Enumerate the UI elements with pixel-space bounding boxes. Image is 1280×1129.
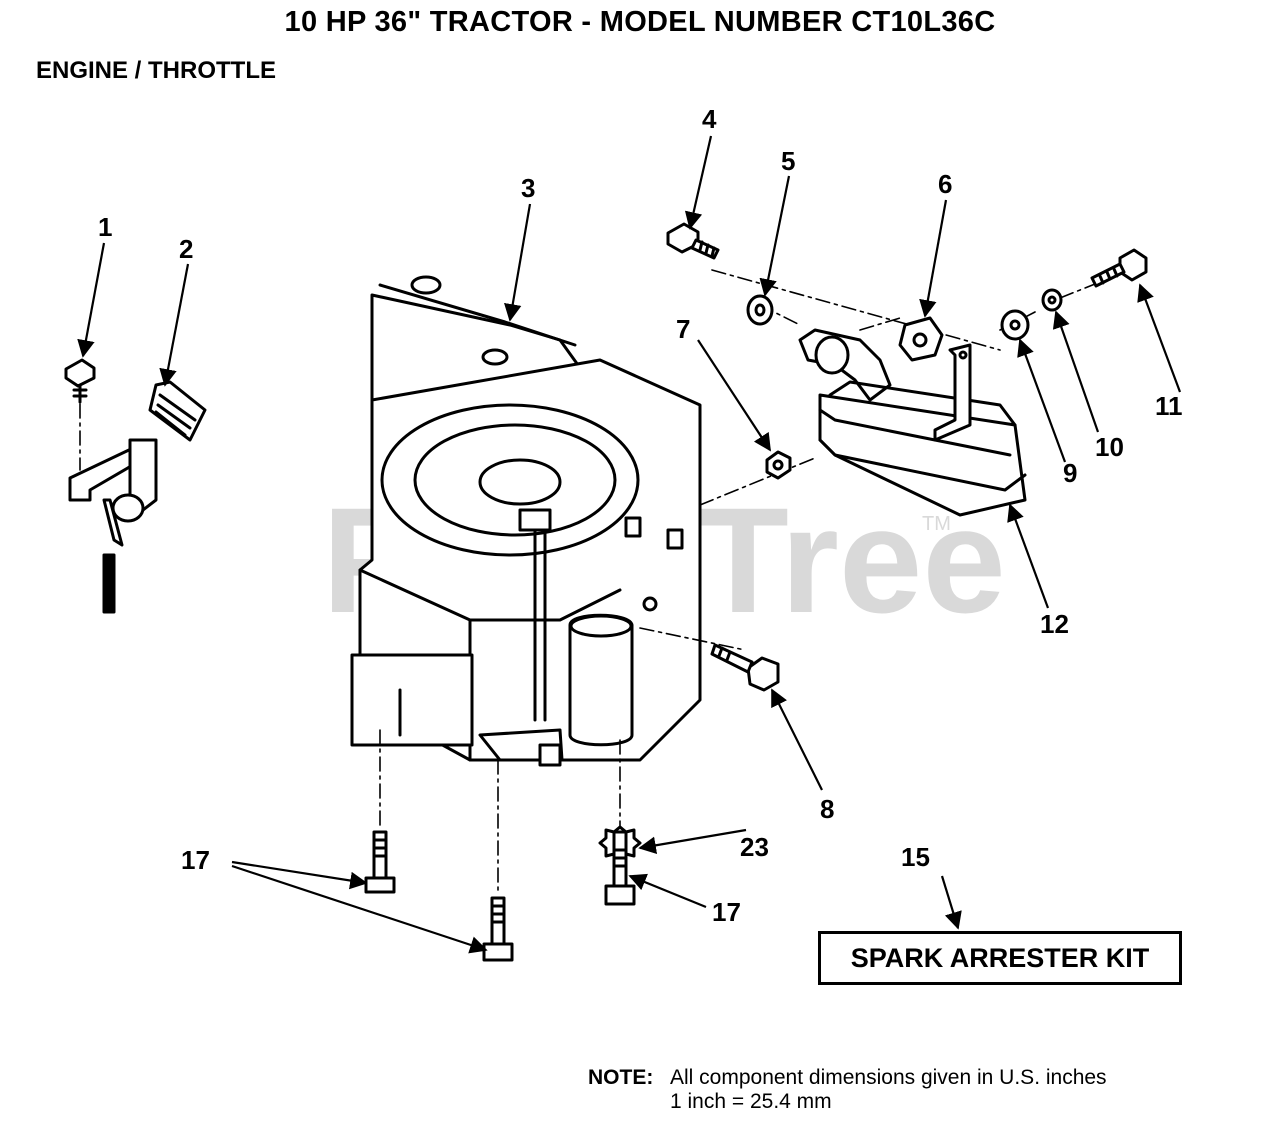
exhaust-pipe — [798, 328, 892, 402]
callout-23: 23 — [740, 832, 769, 862]
leader-lines — [77, 135, 1182, 954]
assembly-lines — [79, 269, 1101, 896]
part-2-throttle-control — [68, 380, 207, 614]
part-17-bolt-b — [482, 896, 514, 962]
part-17-bolt-c — [604, 830, 636, 906]
callout-4: 4 — [702, 104, 717, 134]
note-body: All component dimensions given in U.S. i… — [670, 1066, 1107, 1114]
part-5-washer — [746, 294, 774, 326]
part-4-bolt — [666, 222, 720, 260]
callout-5: 5 — [781, 146, 795, 176]
callout-17-right: 17 — [712, 897, 741, 927]
callout-11: 11 — [1155, 391, 1183, 421]
section-subtitle: ENGINE / THROTTLE — [36, 57, 276, 84]
note-line-1: All component dimensions given in U.S. i… — [670, 1066, 1107, 1089]
callout-7: 7 — [676, 314, 690, 344]
watermark-trademark: TM — [922, 513, 951, 535]
callout-2: 2 — [179, 234, 193, 264]
page-title: 10 HP 36" TRACTOR - MODEL NUMBER CT10L36… — [284, 6, 996, 38]
part-12-muffler — [818, 343, 1027, 517]
part-11-bolt — [1090, 248, 1148, 288]
part-10-lock-washer — [1041, 288, 1063, 312]
part-6-gasket — [898, 316, 944, 362]
spark-arrester-kit-label: SPARK ARRESTER KIT — [818, 931, 1182, 985]
part-9-washer — [1000, 309, 1030, 341]
part-3-engine — [350, 275, 702, 767]
callout-10: 10 — [1095, 432, 1124, 462]
callout-1: 1 — [98, 212, 112, 242]
callout-17-left: 17 — [181, 845, 210, 875]
callout-12: 12 — [1040, 609, 1069, 639]
part-1-bolt — [64, 358, 96, 404]
part-8-bolt — [710, 643, 780, 692]
note-line-2: 1 inch = 25.4 mm — [670, 1090, 832, 1113]
callout-15: 15 — [901, 842, 930, 872]
callout-9: 9 — [1063, 458, 1077, 488]
callout-3: 3 — [521, 173, 535, 203]
callout-8: 8 — [820, 794, 834, 824]
part-7-nut — [765, 450, 792, 480]
note-label: NOTE: — [588, 1066, 654, 1089]
callout-6: 6 — [938, 169, 952, 199]
part-17-bolt-a — [364, 830, 396, 894]
dimension-note: NOTE: All component dimensions given in U… — [588, 1066, 1107, 1114]
